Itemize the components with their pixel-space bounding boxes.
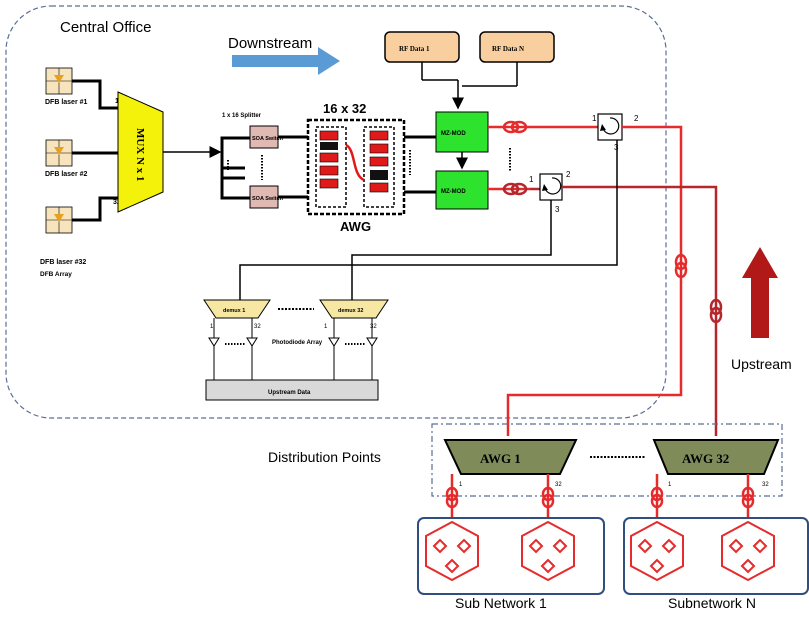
svg-text:SOA Switch: SOA Switch [252,196,284,202]
fiber-to-awg-1 [506,125,683,436]
distribution-points-label: Distribution Points [268,449,381,465]
svg-text:1: 1 [324,324,328,330]
subnetwork-n-box [623,517,809,595]
svg-text:32: 32 [254,324,261,330]
svg-text:Upstream Data: Upstream Data [268,390,311,396]
sub-network-1-box [417,517,605,595]
ring-subnet-na [630,520,684,582]
central-office-label: Central Office [60,19,151,36]
mux-label: MUX N x 1 [134,128,146,181]
svg-text:32: 32 [555,482,562,488]
svg-text:32: 32 [762,482,769,488]
distribution-region [431,423,783,497]
ring-subnet-1b [521,520,575,582]
ring-subnet-1a [425,520,479,582]
svg-text:1: 1 [529,175,534,184]
svg-text:DFB laser #1: DFB laser #1 [45,99,88,106]
svg-text:RF Data N: RF Data N [492,45,524,53]
ring-subnet-nb [721,520,775,582]
photodiode-array [208,318,378,380]
splitter-label: 1 x 16 Splitter [222,113,262,119]
downstream-label: Downstream [228,35,312,52]
svg-text:1: 1 [459,482,463,488]
awg-label: AWG [340,219,371,234]
mux-n-x-1 [117,91,164,213]
svg-text:DFB laser #2: DFB laser #2 [45,171,88,178]
svg-text:demux 1: demux 1 [223,308,245,314]
mux-port-32: 32 [113,199,121,206]
fiber-spool-1 [502,120,528,134]
upstream-arrow [742,247,778,338]
circulator-1 [597,113,623,141]
svg-text:2: 2 [566,170,571,179]
splitter-fanout [220,136,245,200]
downstream-arrow [232,47,340,75]
fiber-to-awg-32 [562,185,718,436]
upstream-data-box [205,379,379,401]
svg-text:1: 1 [668,482,672,488]
dfb-array-label: DFB Array [40,271,72,278]
mux-port-1: 1 [115,98,119,105]
svg-text:DFB laser #32: DFB laser #32 [40,259,86,266]
svg-text:AWG 32: AWG 32 [682,451,729,466]
svg-text:2: 2 [634,114,639,123]
svg-text:SOA Switch: SOA Switch [252,136,284,142]
photodiode-array-label: Photodiode Array [272,340,323,346]
sub-network-1-label: Sub Network 1 [455,595,547,611]
svg-text:MZ-MOD: MZ-MOD [441,131,466,137]
dfb-laser-1: DFB laser #1 [45,67,88,106]
circulator-2 [539,173,563,201]
svg-text:RF Data 1: RF Data 1 [399,45,430,53]
awg-dp-1 [443,439,578,475]
svg-text:32: 32 [370,324,377,330]
central-office-region [5,5,667,419]
subnetwork-n-label: Subnetwork N [668,595,756,611]
svg-text:AWG 1: AWG 1 [480,451,521,466]
awg-title: 16 x 32 [323,101,366,116]
mz-modulator-2 [435,170,489,210]
fiber-spool-2 [502,182,528,196]
svg-text:demux 32: demux 32 [338,308,363,314]
dfb-laser-2: DFB laser #2 [45,139,88,178]
dfb-laser-32: DFB laser #32 [40,206,86,266]
svg-text:1: 1 [210,324,214,330]
mz-modulator-1 [435,111,489,153]
svg-text:MZ-MOD: MZ-MOD [441,189,466,195]
svg-text:3: 3 [555,205,560,214]
demux-32 [319,299,389,319]
awg-dp-32 [652,439,780,475]
demux-1 [203,299,271,319]
svg-text:1: 1 [592,114,597,123]
upstream-label: Upstream [731,356,792,372]
